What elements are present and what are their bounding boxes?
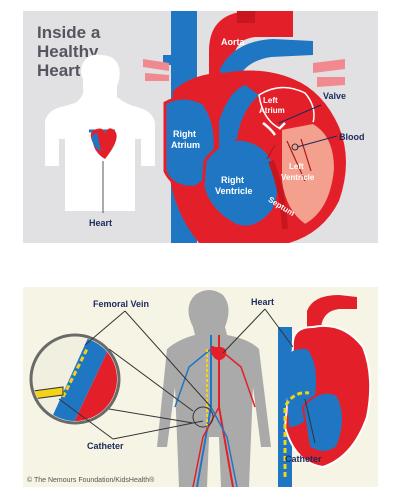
small-heart-icon bbox=[89, 128, 117, 213]
label-aorta: Aorta bbox=[221, 37, 245, 47]
body-silhouette bbox=[157, 290, 271, 487]
copyright-notice: © The Nemours Foundation/KidsHealth® bbox=[27, 477, 155, 484]
label-left-atrium-line-2: Atrium bbox=[259, 106, 285, 115]
label-left-ventricle-line-1: Left bbox=[289, 162, 304, 171]
diagram-title-line-2: Healthy bbox=[37, 42, 99, 61]
label-heart: Heart bbox=[251, 297, 274, 307]
diagram-title-line-3: Heart bbox=[37, 61, 81, 80]
heart-cross-section-illustration: Aorta Right Atrium Left Atrium Valve Blo… bbox=[45, 11, 365, 243]
catheter-diagram: Femoral Vein Heart Catheter Catheter © T… bbox=[23, 287, 378, 487]
catheter-illustration: Femoral Vein Heart Catheter Catheter bbox=[29, 290, 372, 487]
label-valve: Valve bbox=[323, 91, 346, 101]
label-blood: Blood bbox=[339, 132, 365, 142]
heart-closeup bbox=[278, 295, 372, 487]
label-femoral-vein: Femoral Vein bbox=[93, 299, 149, 309]
label-catheter-right: Catheter bbox=[285, 454, 322, 464]
label-left-ventricle-line-2: Ventricle bbox=[281, 173, 315, 182]
label-catheter-left: Catheter bbox=[87, 441, 124, 451]
label-left-atrium-line-1: Left bbox=[263, 96, 278, 105]
label-right-ventricle-line-1: Right bbox=[221, 175, 244, 185]
label-right-ventricle-line-2: Ventricle bbox=[215, 186, 253, 196]
healthy-heart-diagram: Inside a Healthy Heart bbox=[23, 11, 378, 243]
diagram-title-line-1: Inside a bbox=[37, 23, 101, 42]
magnifier-circle bbox=[29, 333, 214, 428]
label-right-atrium-line-1: Right bbox=[173, 129, 196, 139]
label-right-atrium-line-2: Atrium bbox=[171, 140, 200, 150]
heart-cross-section bbox=[143, 11, 346, 243]
vessel-network bbox=[174, 335, 256, 487]
label-heart-small: Heart bbox=[89, 218, 112, 228]
